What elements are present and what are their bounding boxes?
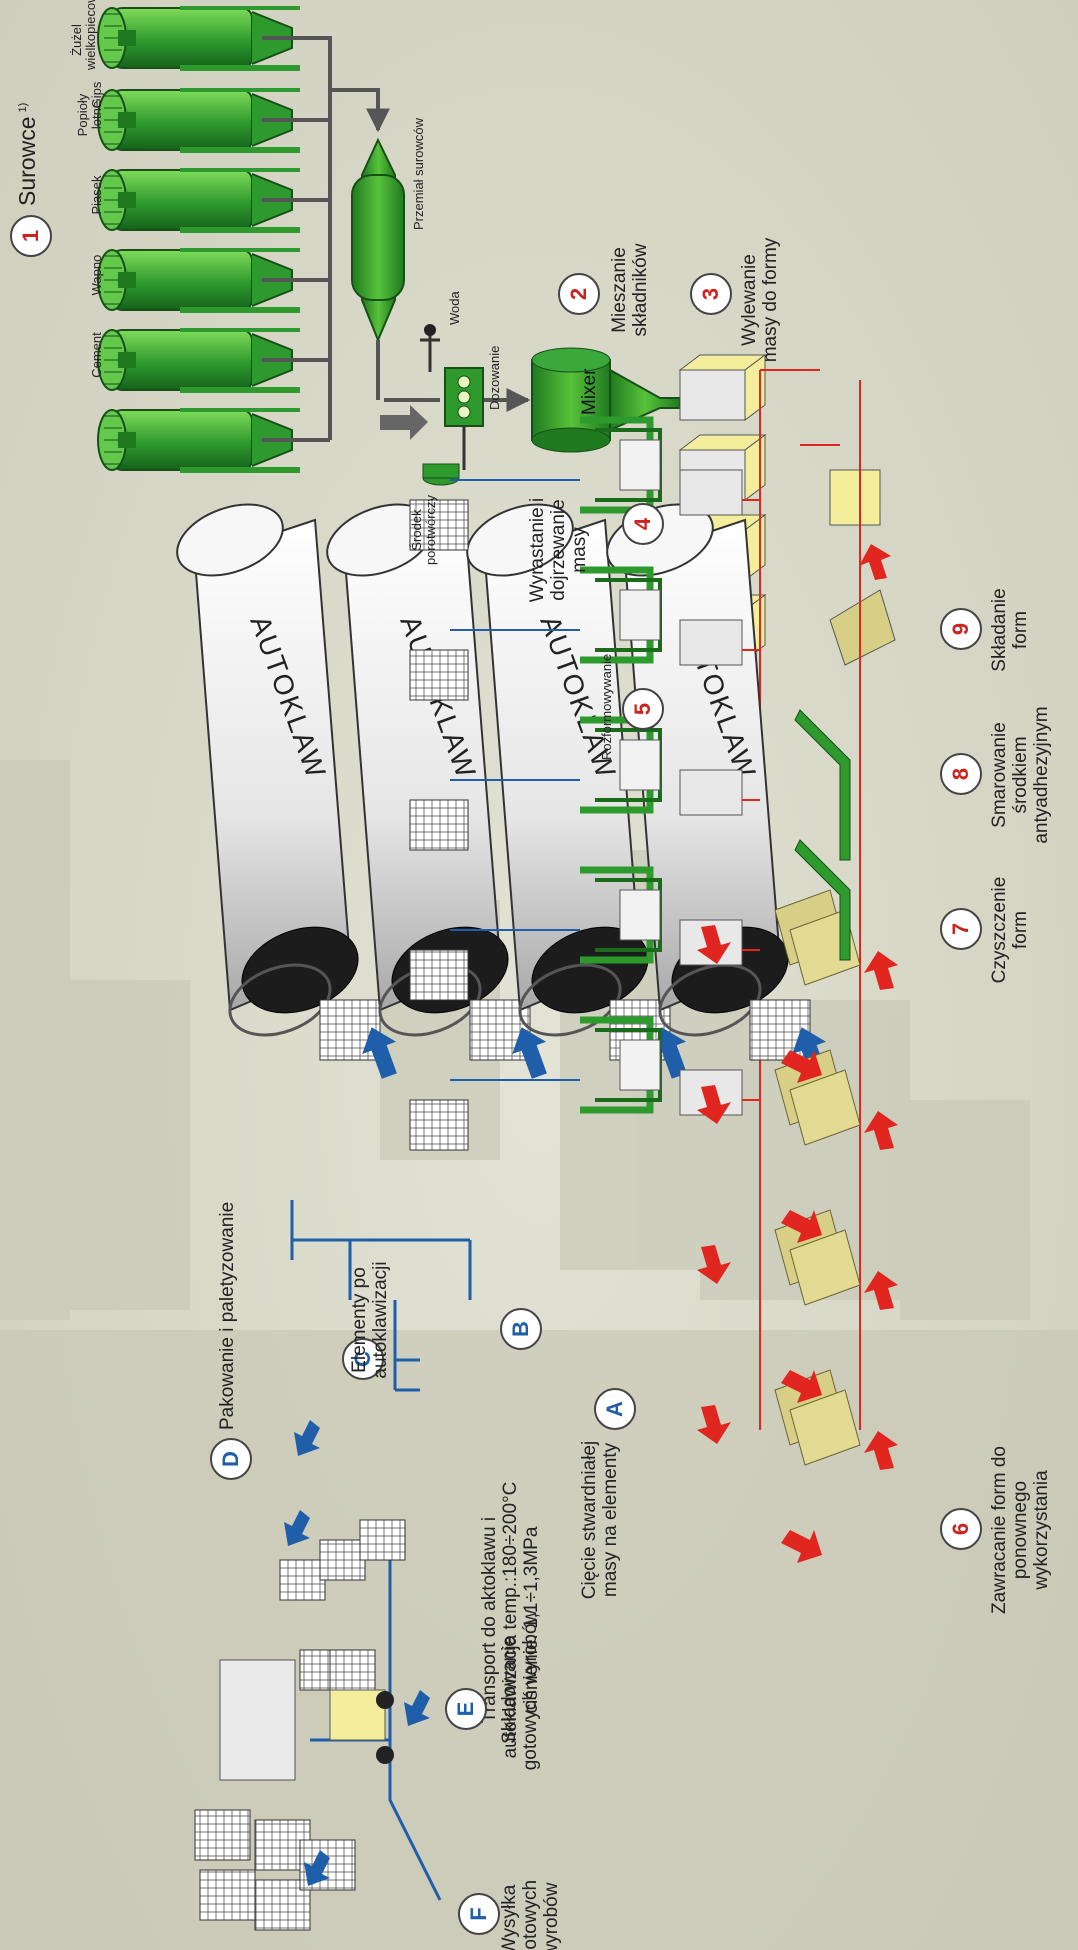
step-5-label: Rozformowywanie [600,654,614,760]
step-4-label: Wyrastanie i dojrzewanie masy [528,475,591,625]
step-7-label: Czyszczenie form [990,875,1032,985]
step-D-badge: D [210,1438,252,1480]
step-C-label: Elementy po autoklawizacji [350,1240,392,1400]
step-2-badge: 2 [558,273,600,315]
step-E-badge: E [445,1688,487,1730]
step-A-label: Cięcie stwardniałej masy na elementy [580,1425,622,1615]
step-9-label: Składanie form [990,575,1032,685]
step-8-label: Smarowanie środkiem antyadhezyjnym [990,700,1053,850]
dosing-label: Dozowanie [488,346,502,410]
grinder-label: Przemiał surowców [412,118,426,230]
step-E-label: Składowanie gotowych wyrobów [500,1605,542,1775]
raw-materials-title: Surowce1) [15,103,40,206]
step-1-badge: 1 [10,215,52,257]
step-F-label: Wysyłka gotowych wyrobów [500,1865,563,1950]
step-8-badge: 8 [940,753,982,795]
step-6-label: Zawracanie form do ponownego wykorzystan… [990,1440,1053,1620]
silo-label-cement: Cement [90,332,104,378]
step-7-badge: 7 [940,908,982,950]
mixer-label: Mixer [580,369,601,415]
step-6-badge: 6 [940,1508,982,1550]
step-F-badge: F [458,1893,500,1935]
silo-label-wapno: Wapno [90,255,104,296]
step-4-badge: 4 [622,503,664,545]
step-D-label: Pakowanie i paletyzowanie [218,1202,239,1430]
silo-label-zuzel: Żużel wielkopiecowy [70,10,99,70]
step-5-badge: 5 [622,688,664,730]
step-A-badge: A [594,1388,636,1430]
silo-label-gips: Gips [90,82,104,109]
step-3-badge: 3 [690,273,732,315]
water-label: Woda [448,291,462,325]
step-B-badge: B [500,1308,542,1350]
step-3-label: Wylewanie masy do formy [740,230,782,370]
foaming-agent-label: Środek porotwórczy [410,485,439,575]
step-2-label: Mieszanie składników [610,230,652,350]
silo-label-piasek: Piasek [90,175,104,214]
step-9-badge: 9 [940,608,982,650]
